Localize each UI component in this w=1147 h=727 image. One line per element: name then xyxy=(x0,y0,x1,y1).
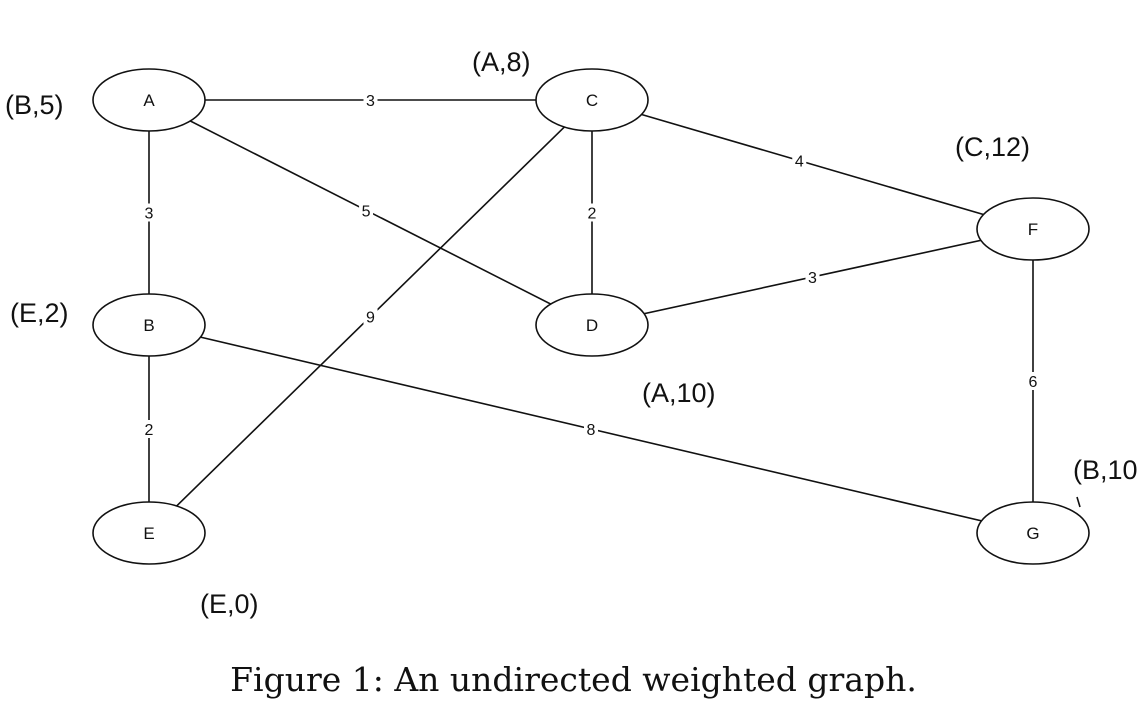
edge-weight-background xyxy=(142,203,156,222)
node-F: F xyxy=(976,197,1090,261)
edge-A-D: 5 xyxy=(148,99,593,326)
edge-weight-background xyxy=(585,203,599,222)
edge-weight-background xyxy=(1026,372,1040,390)
node-E: E xyxy=(92,501,206,565)
edge-weight-background xyxy=(792,151,807,170)
edge-weight: 3 xyxy=(145,206,154,223)
node-ellipse xyxy=(92,68,206,132)
edge-D-F: 3 xyxy=(591,228,1034,326)
node-ellipse xyxy=(976,501,1090,565)
edge-weight: 3 xyxy=(366,93,375,110)
edge-C-E: 9 xyxy=(148,99,593,534)
figure-caption: Figure 1: An undirected weighted graph. xyxy=(230,660,917,699)
annotation-C: (A,8) xyxy=(472,47,531,77)
annotation-D: (A,10) xyxy=(642,378,716,408)
node-ellipse xyxy=(92,293,206,357)
node-B: B xyxy=(92,293,206,357)
edge-F-G: 6 xyxy=(1026,229,1040,533)
edge-B-E: 2 xyxy=(142,325,156,533)
edge-C-F: 4 xyxy=(591,99,1034,230)
edge-weight: 3 xyxy=(808,270,817,287)
annotation-A: (B,5) xyxy=(5,90,64,120)
annotation-G: (B,10 xyxy=(1073,455,1138,485)
edge-weight: 5 xyxy=(362,203,371,220)
edge-A-C: 3 xyxy=(149,91,592,110)
node-annotations: (B,5) (A,8) (C,12) (E,2) (A,10) (B,10 (E,0) xyxy=(5,47,1138,619)
edge-weight-background xyxy=(584,420,598,438)
node-ellipse xyxy=(92,501,206,565)
edge-weight: 9 xyxy=(366,310,375,327)
edge-A-B: 3 xyxy=(142,100,156,325)
edge-line xyxy=(591,99,1034,230)
edge-weight: 2 xyxy=(588,206,597,223)
node-label: D xyxy=(586,316,598,335)
edge-weight-background xyxy=(142,420,156,438)
node-label: F xyxy=(1028,220,1038,239)
edge-weight: 2 xyxy=(145,422,154,439)
edge-weight-background xyxy=(363,307,378,326)
node-G: G xyxy=(976,501,1090,565)
node-A: A xyxy=(92,68,206,132)
annotation-B: (E,2) xyxy=(10,298,69,328)
annotation-F: (C,12) xyxy=(955,132,1030,162)
edges: 3 3 5 2 4 9 3 2 8 6 xyxy=(142,91,1040,534)
node-label: A xyxy=(143,91,155,110)
edge-weight-background xyxy=(805,268,820,286)
node-ellipse xyxy=(535,293,649,357)
node-label: E xyxy=(143,524,154,543)
edge-weight: 4 xyxy=(795,154,804,171)
edge-B-G: 8 xyxy=(148,324,1034,534)
graph-diagram: 3 3 5 2 4 9 3 2 8 6 A B C D E F G (B,5) (A,8) (C,12) (E,2)… xyxy=(5,47,1138,619)
edge-weight: 6 xyxy=(1029,374,1038,391)
node-label: B xyxy=(143,316,154,335)
node-ellipse xyxy=(535,68,649,132)
nodes: A B C D E F G xyxy=(92,68,1090,565)
edge-weight: 8 xyxy=(587,422,596,439)
node-label: G xyxy=(1026,524,1039,543)
edge-weight-background xyxy=(359,201,374,220)
node-D: D xyxy=(535,293,649,357)
edge-weight-background xyxy=(363,91,378,109)
annotation-E: (E,0) xyxy=(200,589,259,619)
node-C: C xyxy=(535,68,649,132)
edge-C-D: 2 xyxy=(585,100,599,325)
annotation-tick-mark xyxy=(1076,496,1081,508)
node-ellipse xyxy=(976,197,1090,261)
node-label: C xyxy=(586,91,598,110)
